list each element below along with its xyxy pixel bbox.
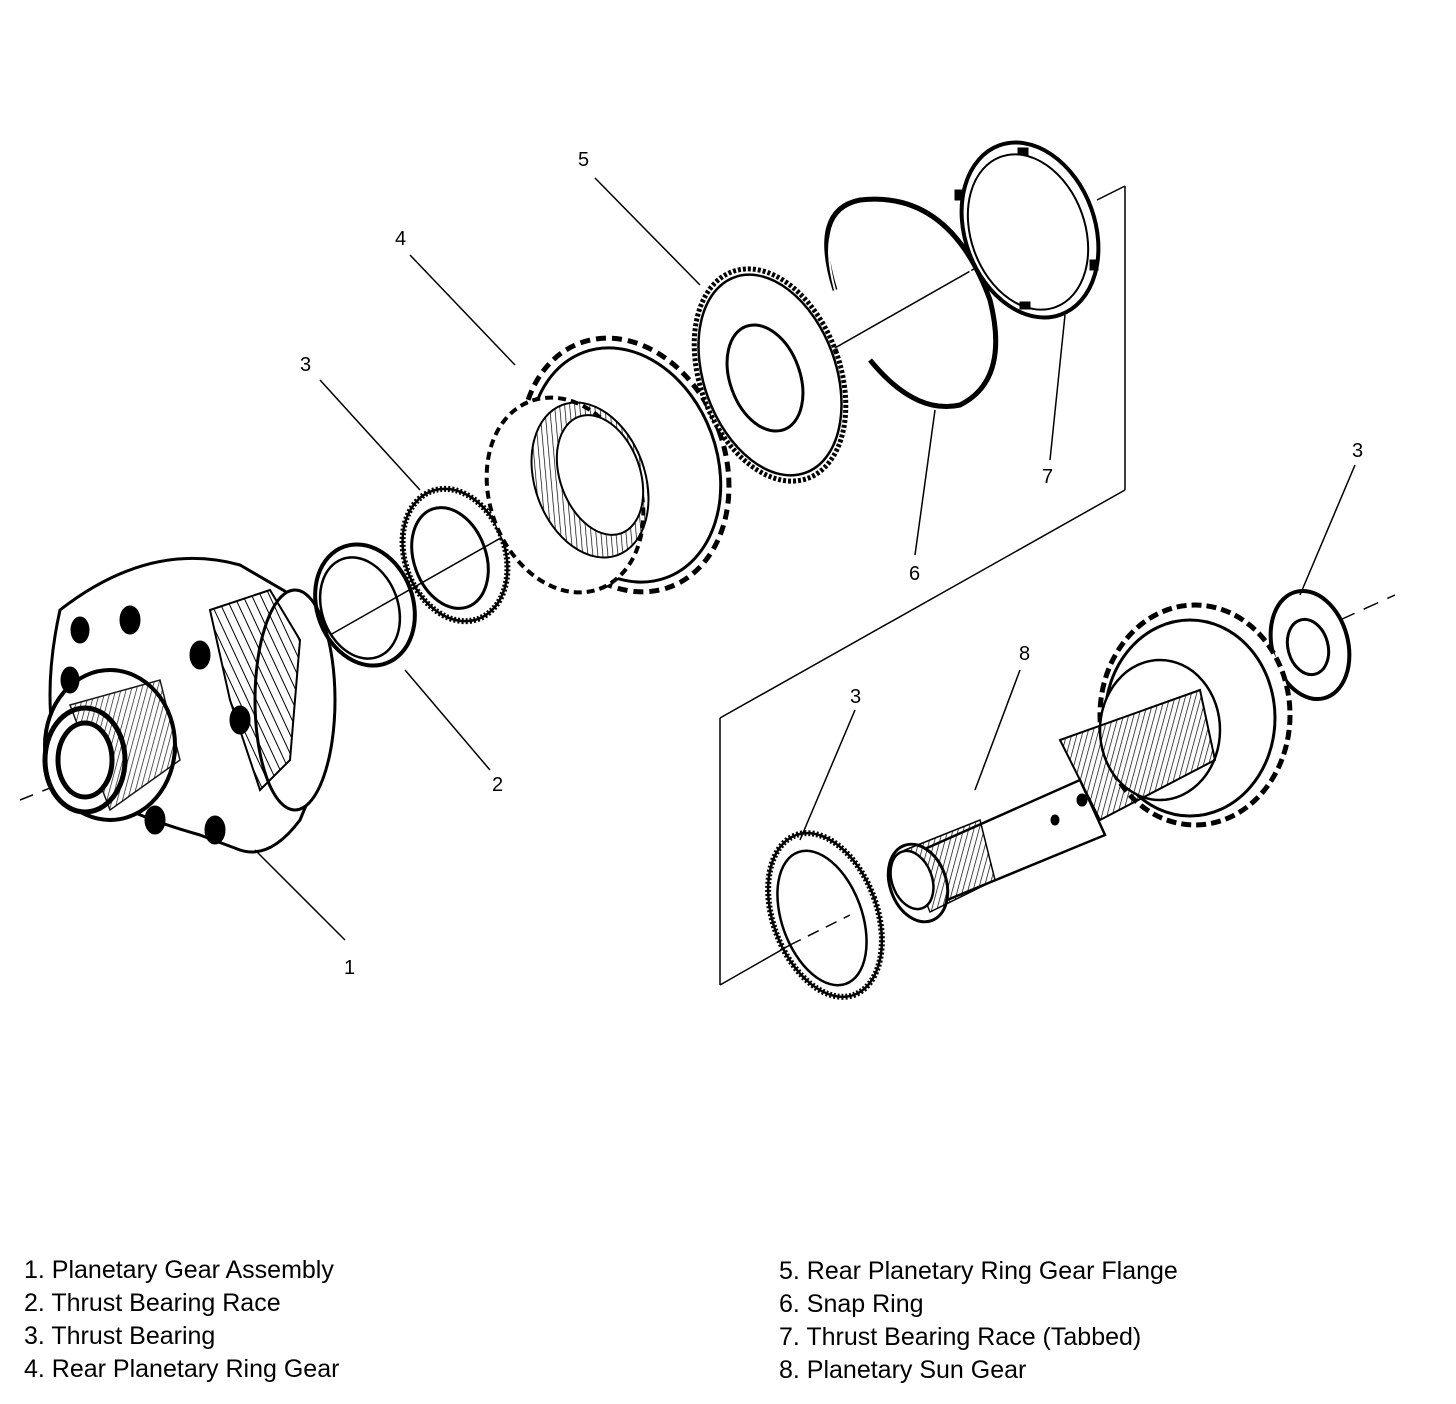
callout-1: 1 xyxy=(344,957,355,979)
callout-7: 7 xyxy=(1042,466,1053,488)
callout-3-right: 3 xyxy=(1352,440,1363,462)
callout-6: 6 xyxy=(909,563,920,585)
legend-item-6: 6. Snap Ring xyxy=(779,1290,924,1318)
legend-item-1: 1. Planetary Gear Assembly xyxy=(24,1256,334,1284)
legend-left-column: 1. Planetary Gear Assembly 2. Thrust Bea… xyxy=(24,1254,339,1386)
callout-4: 4 xyxy=(395,228,406,250)
planetary-sun-gear-illustration xyxy=(886,602,1293,924)
callout-5: 5 xyxy=(578,149,589,171)
legend-item-5: 5. Rear Planetary Ring Gear Flange xyxy=(779,1257,1178,1285)
legend-item-4: 4. Rear Planetary Ring Gear xyxy=(24,1355,340,1383)
ring-gear-flange-illustration xyxy=(594,177,849,484)
snap-ring-illustration xyxy=(824,196,999,556)
legend-item-8: 8. Planetary Sun Gear xyxy=(779,1356,1027,1384)
legend-item-7: 7. Thrust Bearing Race (Tabbed) xyxy=(779,1323,1142,1351)
legend-right-column: 5. Rear Planetary Ring Gear Flange 6. Sn… xyxy=(779,1255,1178,1387)
planetary-gear-assembly-illustration xyxy=(42,556,346,941)
callout-2: 2 xyxy=(492,774,503,796)
thrust-bearing-lower-illustration xyxy=(765,709,885,1000)
callout-3-upper: 3 xyxy=(300,354,311,376)
callout-3-lower: 3 xyxy=(850,686,861,708)
legend-item-3: 3. Thrust Bearing xyxy=(24,1322,216,1350)
offset-bracket-lines xyxy=(719,185,1396,986)
legend-item-2: 2. Thrust Bearing Race xyxy=(24,1289,281,1317)
thrust-bearing-upper-illustration xyxy=(319,379,511,625)
thrust-bearing-right-illustration xyxy=(1268,464,1356,702)
tabbed-thrust-race-illustration xyxy=(954,140,1101,461)
rear-planetary-ring-gear-illustration xyxy=(409,254,732,595)
thrust-bearing-race-illustration xyxy=(313,542,491,771)
callout-8: 8 xyxy=(1019,643,1030,665)
